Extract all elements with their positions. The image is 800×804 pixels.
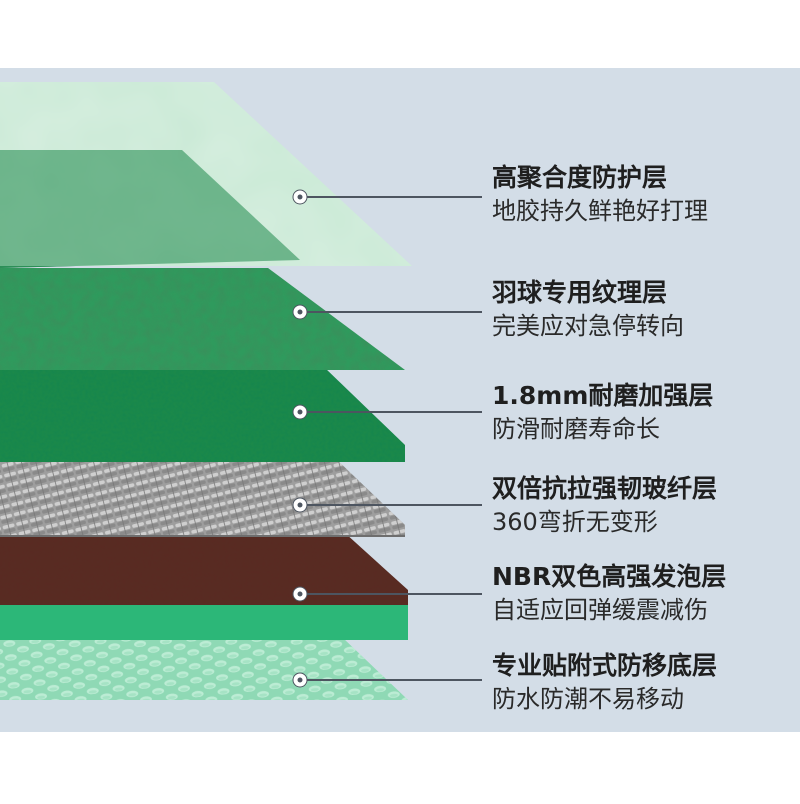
leader-protective [292,189,482,205]
layer-subtitle: 自适应回弹缓震减伤 [492,596,708,624]
layer-title: 1.8mm耐磨加强层 [492,381,714,410]
layer-texture-shape [0,268,405,370]
label-base: 专业贴附式防移底层 防水防潮不易移动 [492,650,792,716]
layer-fiberglass-shape [0,458,405,537]
layer-title: NBR双色高强发泡层 [492,562,727,591]
layer-protective-shape [0,82,412,268]
layer-subtitle: 360弯折无变形 [492,508,658,536]
leader-texture [292,304,482,320]
layer-subtitle: 地胶持久鲜艳好打理 [492,197,708,225]
label-texture: 羽球专用纹理层 完美应对急停转向 [492,277,792,343]
label-fiberglass: 双倍抗拉强韧玻纤层 360弯折无变形 [492,473,792,539]
label-wear: 1.8mm耐磨加强层 防滑耐磨寿命长 [492,380,792,446]
leader-base [292,672,482,688]
leader-foam [292,586,482,602]
leader-lines [292,189,482,688]
label-foam: NBR双色高强发泡层 自适应回弹缓震减伤 [492,561,792,627]
leader-fiberglass [292,497,482,513]
layer-title: 双倍抗拉强韧玻纤层 [492,474,718,503]
label-protective: 高聚合度防护层 地胶持久鲜艳好打理 [492,162,792,228]
layer-title: 羽球专用纹理层 [492,278,668,307]
leader-wear [292,404,482,420]
layer-title: 高聚合度防护层 [492,163,668,192]
layer-title: 专业贴附式防移底层 [492,651,718,680]
layer-wear-shape [0,368,405,462]
layer-subtitle: 防滑耐磨寿命长 [492,415,660,443]
layer-subtitle: 完美应对急停转向 [492,312,684,340]
layer-base-shape [0,640,408,700]
layer-subtitle: 防水防潮不易移动 [492,685,684,713]
layer-foam-shape [0,533,408,640]
